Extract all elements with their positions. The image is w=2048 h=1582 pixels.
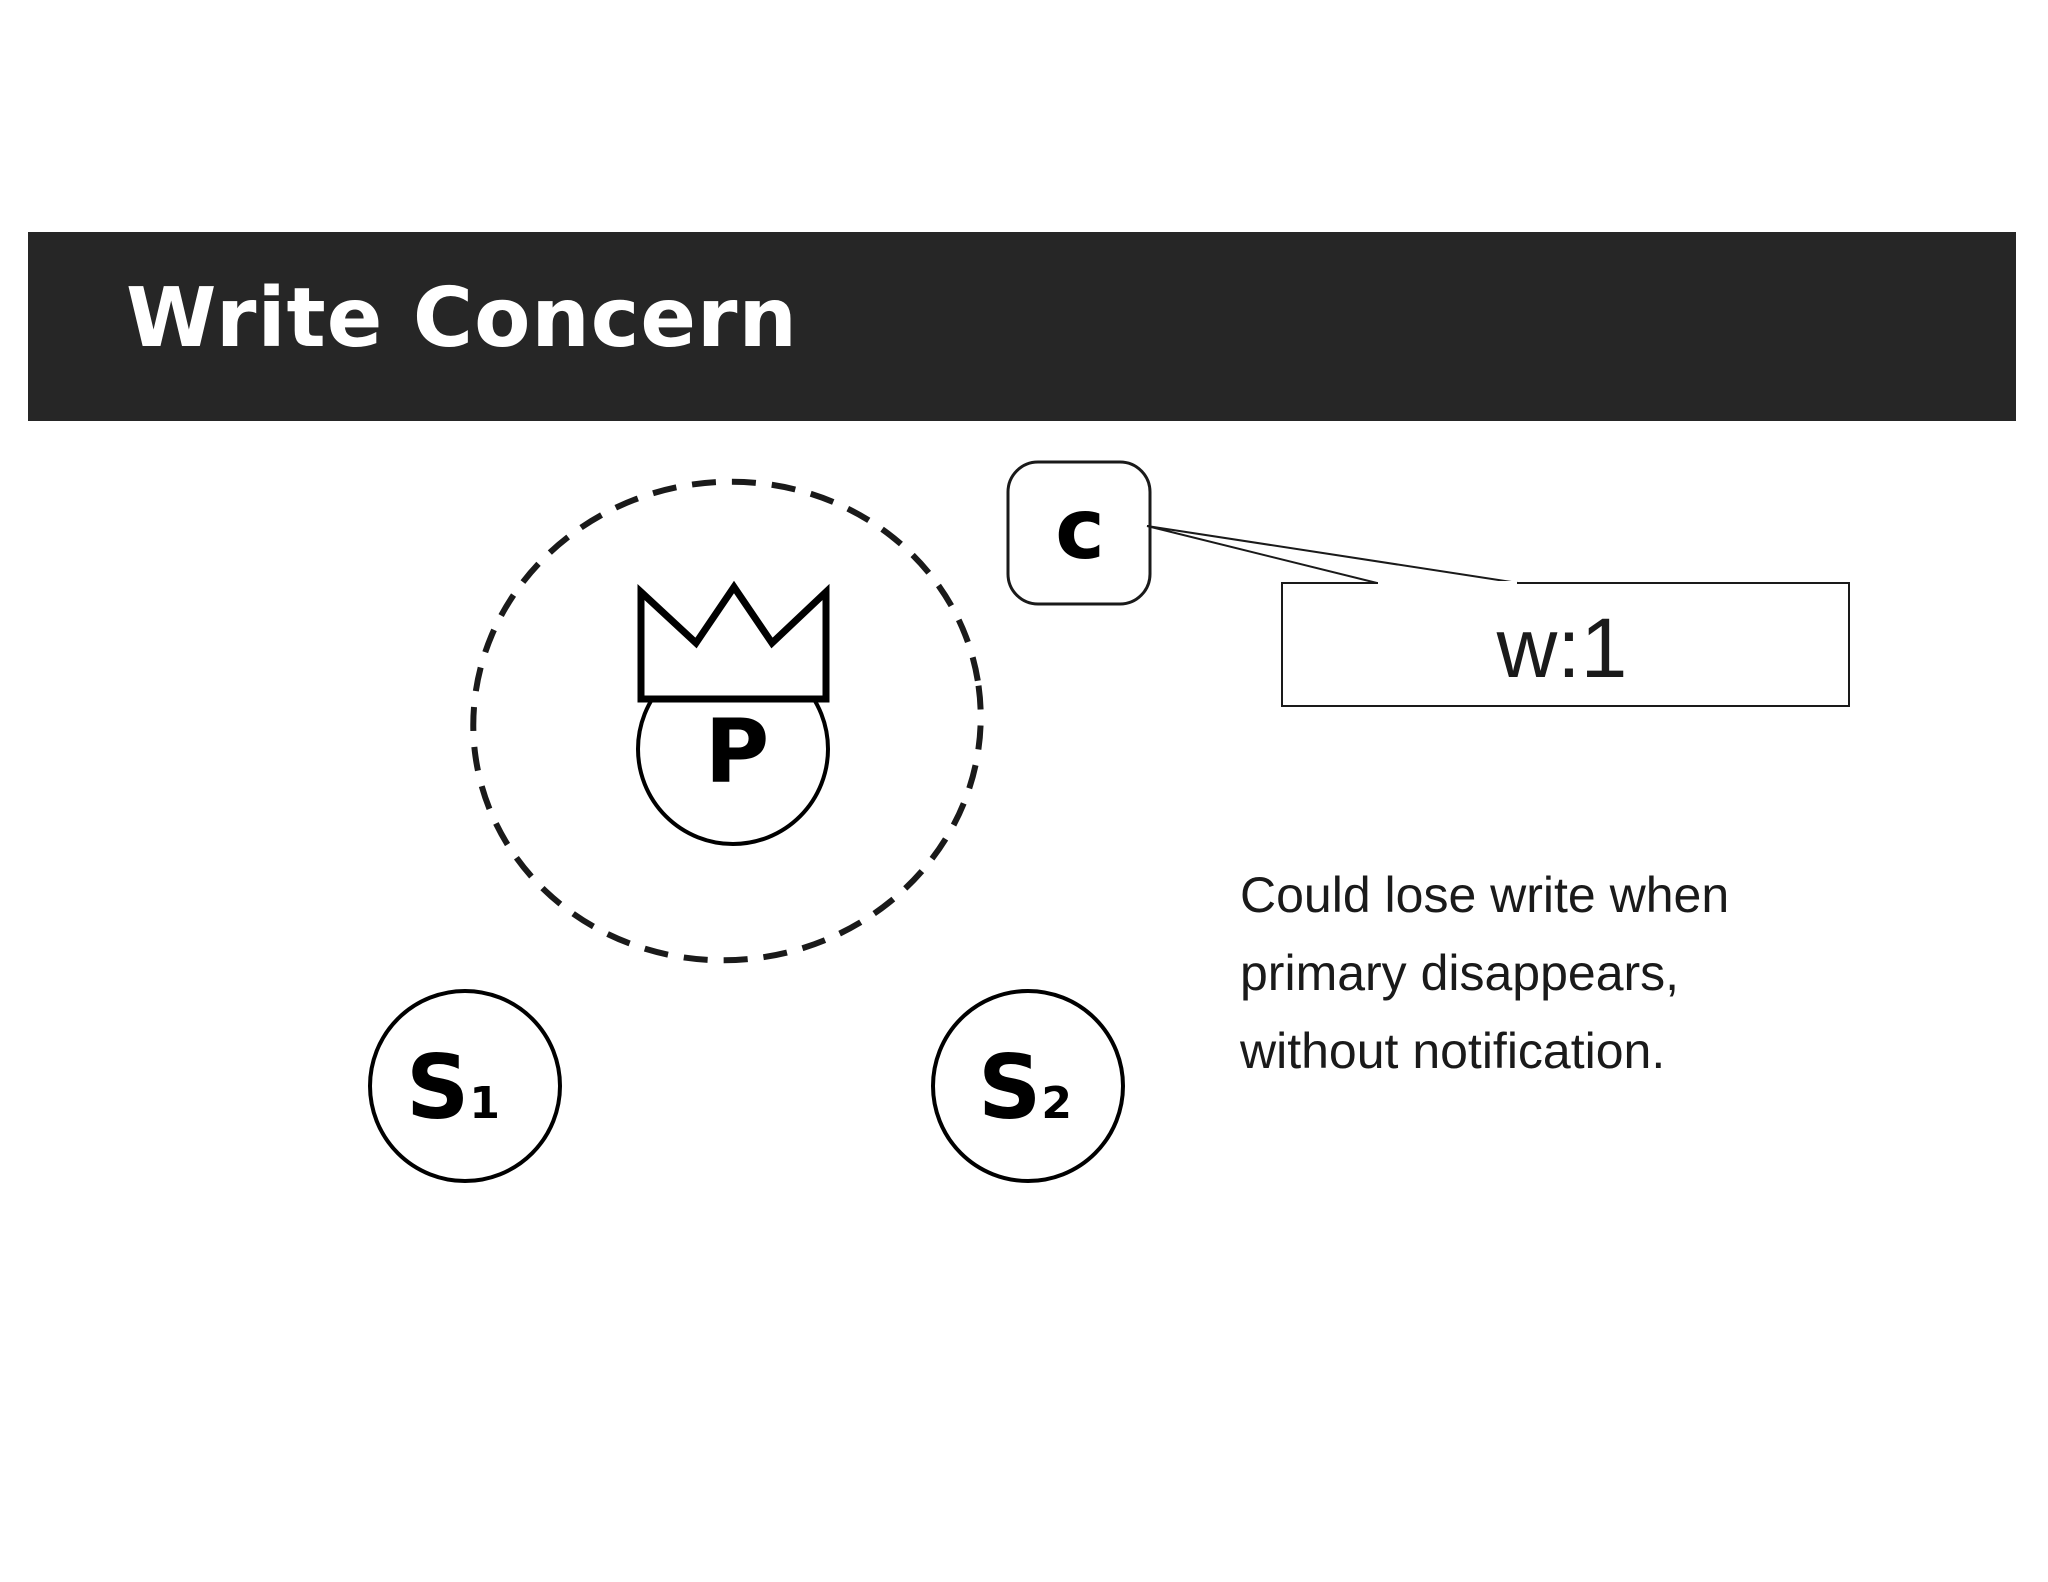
- title-bar: Write Concern: [28, 232, 2016, 421]
- write-concern-callout: [1281, 582, 1850, 707]
- secondary-1-subscript: 1: [469, 1078, 500, 1129]
- secondary-2-circle: [931, 989, 1125, 1183]
- secondary-1-letter: S: [406, 1036, 469, 1139]
- client-label: c: [1055, 480, 1105, 578]
- secondary-2-label: S2: [978, 1036, 1072, 1139]
- callout-pointer: [1146, 525, 1519, 584]
- note-line: primary disappears,: [1240, 945, 1680, 1001]
- note-line: without notification.: [1240, 1023, 1666, 1079]
- crown-icon: [637, 580, 830, 703]
- client-node: c: [1006, 460, 1152, 606]
- secondary-node-2: S2: [931, 989, 1125, 1183]
- secondary-2-letter: S: [978, 1036, 1041, 1139]
- note-line: Could lose write when: [1240, 867, 1730, 923]
- secondary-1-circle: [368, 989, 562, 1183]
- secondary-node-1: S1: [368, 989, 562, 1183]
- write-concern-value: w:1: [1496, 601, 1628, 695]
- primary-write-boundary: [470, 478, 984, 964]
- secondary-2-subscript: 2: [1041, 1078, 1072, 1129]
- explanation-note: Could lose write when primary disappears…: [1240, 856, 1880, 1090]
- primary-label: P: [705, 700, 770, 803]
- secondary-1-label: S1: [406, 1036, 500, 1139]
- client-box: [1006, 460, 1152, 606]
- page-title: Write Concern: [126, 271, 798, 366]
